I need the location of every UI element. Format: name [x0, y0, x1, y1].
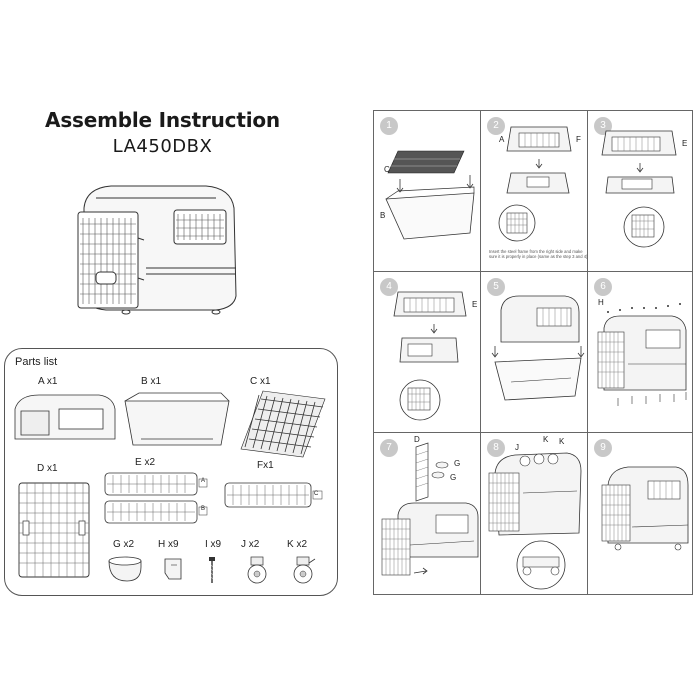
part-e-label: E x2 — [135, 457, 156, 468]
step-5-panel: 5 — [480, 271, 588, 433]
part-b-base-icon — [124, 392, 230, 446]
step-4-panel: 4 E — [373, 271, 481, 433]
part-f-tag-c: C — [314, 491, 319, 497]
parts-list-panel: Parts list A x1 B x1 C x1 D x1 — [4, 348, 338, 596]
step-5-illustration — [491, 295, 585, 401]
crate-illustration — [77, 185, 237, 315]
step-1-badge: 1 — [380, 117, 398, 135]
step-9-illustration — [601, 466, 689, 551]
step-6-badge: 6 — [594, 278, 612, 296]
part-h-clip-icon — [164, 558, 182, 580]
step-7-illustration — [381, 442, 479, 576]
step-1-tag-c: C — [384, 165, 390, 174]
assembly-steps-grid: 1 C B 2 A F Insert the steel frame — [373, 110, 693, 595]
step-8-tag-k1: K — [543, 435, 549, 444]
part-k-label: K x2 — [287, 539, 308, 550]
step-9-badge: 9 — [594, 439, 612, 457]
part-e-window-frames-icon — [104, 472, 208, 524]
step-1-illustration — [385, 150, 475, 240]
step-2-panel: 2 A F Insert the steel frame from the ri… — [480, 110, 588, 272]
step-2-tag-a: A — [499, 135, 505, 144]
step-8-tag-j: J — [515, 443, 519, 452]
part-c-floor-grid-icon — [240, 390, 326, 458]
step-2-illustration — [498, 126, 572, 242]
step-7-panel: 7 D G G — [373, 432, 481, 595]
step-6-tag-h: H — [598, 298, 604, 307]
parts-list-title: Parts list — [15, 356, 58, 368]
step-3-badge: 3 — [594, 117, 612, 135]
step-2-badge: 2 — [487, 117, 505, 135]
step-8-tag-k2: K — [559, 437, 565, 446]
part-g-label: G x2 — [113, 539, 135, 550]
step-7-badge: 7 — [380, 439, 398, 457]
step-9-panel: 9 — [587, 432, 693, 595]
step-1-tag-b: B — [380, 211, 386, 220]
step-7-tag-g2: G — [450, 473, 457, 482]
part-e-tag-b: B — [201, 506, 206, 512]
step-3-panel: 3 E — [587, 110, 693, 272]
part-i-label: I x9 — [205, 539, 222, 550]
step-1-panel: 1 C B — [373, 110, 481, 272]
model-number: LA450DBX — [112, 136, 213, 157]
part-a-label: A x1 — [38, 376, 58, 387]
part-b-label: B x1 — [141, 376, 162, 387]
part-f-window-frame-icon — [224, 482, 323, 508]
part-i-screw-icon — [209, 557, 215, 583]
step-8-illustration — [488, 452, 582, 590]
step-8-badge: 8 — [487, 439, 505, 457]
step-4-badge: 4 — [380, 278, 398, 296]
part-g-bowl-icon — [108, 556, 142, 582]
step-5-badge: 5 — [487, 278, 505, 296]
page-title: Assemble Instruction — [45, 108, 280, 132]
step-6-panel: 6 H — [587, 271, 693, 433]
part-j-label: J x2 — [241, 539, 260, 550]
part-j-wheel-icon — [247, 556, 267, 584]
part-e-tag-a: A — [201, 478, 206, 484]
part-a-top-cover-icon — [14, 394, 116, 440]
part-d-label: D x1 — [37, 463, 58, 474]
part-f-label: Fx1 — [257, 460, 274, 471]
part-d-door-icon — [18, 482, 90, 578]
step-3-tag-e: E — [682, 139, 688, 148]
step-8-panel: 8 J K K — [480, 432, 588, 595]
step-2-note: Insert the steel frame from the right si… — [489, 249, 588, 259]
part-h-label: H x9 — [158, 539, 179, 550]
part-k-wheel-brake-icon — [293, 556, 316, 584]
step-4-illustration — [393, 291, 467, 421]
step-7-tag-g1: G — [454, 459, 461, 468]
step-2-tag-f: F — [576, 135, 581, 144]
part-c-label: C x1 — [250, 376, 271, 387]
step-7-tag-d: D — [414, 435, 420, 444]
step-3-illustration — [601, 130, 677, 248]
step-6-illustration — [597, 303, 687, 406]
step-4-tag-e: E — [472, 300, 478, 309]
